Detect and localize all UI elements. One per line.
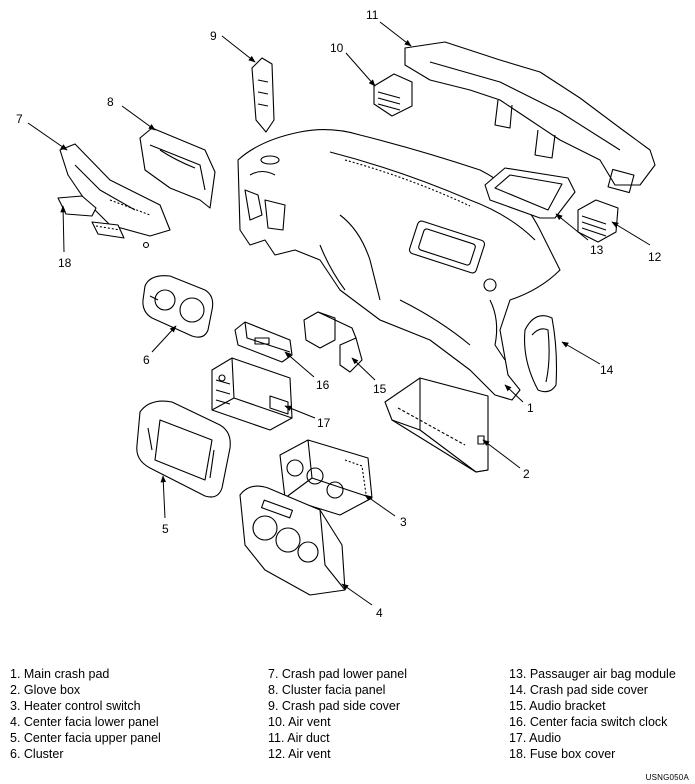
callout-3: 3 [400,515,407,529]
legend-column-1: 1. Main crash pad 2. Glove box 3. Heater… [10,666,161,762]
callout-6: 6 [143,353,150,367]
callout-15: 15 [373,382,387,396]
legend-item: 10. Air vent [268,715,331,729]
main-crash-pad-part [237,129,561,401]
legend-item: 15. Audio bracket [509,699,606,713]
legend-item: 1. Main crash pad [10,667,110,681]
cluster-part [142,275,214,338]
callout-17: 17 [317,416,331,430]
air-duct-part [404,41,656,194]
center-facia-upper-panel-part [136,400,231,498]
callout-16: 16 [316,378,330,392]
legend-item: 16. Center facia switch clock [509,715,668,729]
callout-14: 14 [600,363,614,377]
callout-labels: 1 2 3 4 5 6 7 8 9 10 11 12 13 14 15 16 1… [16,8,662,620]
callout-8: 8 [107,95,114,109]
callout-2: 2 [523,467,530,481]
legend-item: 3. Heater control switch [10,699,141,713]
callout-13: 13 [590,243,604,257]
center-facia-switch-clock-part [234,321,293,363]
figure-code: USNG050A [645,773,689,782]
audio-bracket-part [303,311,363,373]
callout-5: 5 [162,522,169,536]
legend-item: 11. Air duct [268,731,330,745]
callout-10: 10 [330,41,344,55]
audio-unit-part [211,357,293,431]
callout-12: 12 [648,250,662,264]
crash-pad-lower-panel-part [59,143,171,249]
callout-7: 7 [16,112,23,126]
callout-4: 4 [376,606,383,620]
leader-lines [27,21,651,606]
callout-9: 9 [210,29,217,43]
legend-column-3: 13. Passauger air bag module 14. Crash p… [509,666,676,762]
callout-1: 1 [527,401,534,415]
legend-item: 7. Crash pad lower panel [268,667,407,681]
cluster-facia-panel-part [139,127,216,209]
crash-pad-side-cover-right-part [523,315,558,393]
glove-box-part [384,377,489,473]
crash-pad-side-cover-left-part [251,57,275,133]
passenger-airbag-module-part [484,167,576,219]
center-facia-lower-panel-part [239,485,346,596]
legend-column-2: 7. Crash pad lower panel 8. Cluster faci… [268,666,407,762]
air-vent-left-part [373,73,413,117]
exploded-dashboard-diagram: 1 2 3 4 5 6 7 8 9 10 11 12 13 14 15 16 1… [16,8,662,620]
legend-item: 17. Audio [509,731,562,745]
legend-item: 2. Glove box [10,683,81,697]
legend-item: 6. Cluster [10,747,64,761]
callout-11: 11 [366,8,379,22]
legend-item: 9. Crash pad side cover [268,699,401,713]
air-vent-right-part [577,199,619,243]
legend-item: 4. Center facia lower panel [10,715,159,729]
legend-item: 13. Passauger air bag module [509,667,676,681]
legend-item: 5. Center facia upper panel [10,731,161,745]
legend-item: 14. Crash pad side cover [509,683,648,697]
legend-item: 18. Fuse box cover [509,747,616,761]
legend-item: 8. Cluster facia panel [268,683,386,697]
heater-control-switch-part [279,439,373,516]
legend-item: 12. Air vent [268,747,331,761]
callout-18: 18 [58,256,72,270]
